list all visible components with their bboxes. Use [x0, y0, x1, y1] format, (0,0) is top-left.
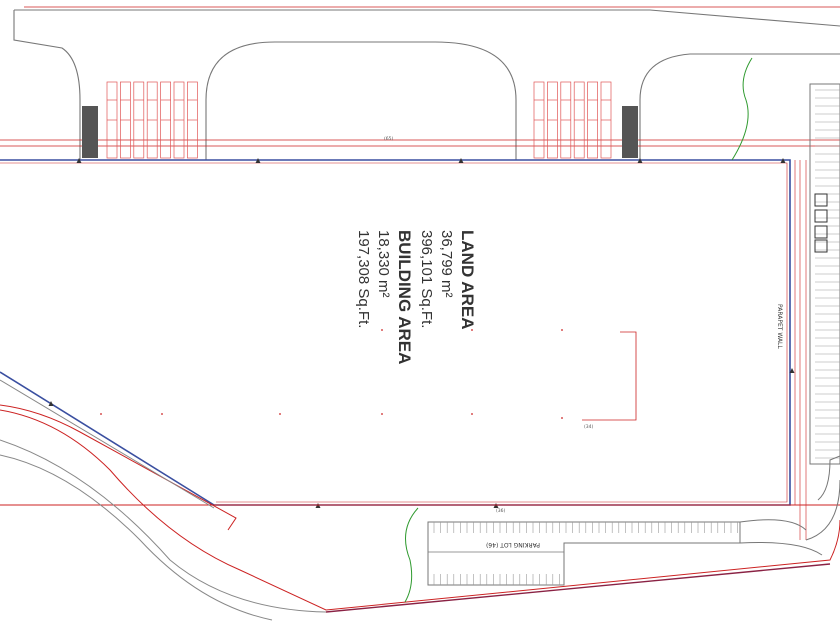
grid-markers: [48, 158, 795, 508]
property-line-southwest: [0, 404, 840, 531]
equipment-pads: [814, 193, 828, 253]
property-line-north: [0, 6, 840, 147]
interior-dots: [100, 329, 563, 419]
east-parking-strip: [809, 83, 840, 465]
grid-marker: [458, 158, 464, 163]
tree-line-northeast: [731, 57, 753, 161]
parapet-wall-label: PARAPET WALL: [776, 304, 783, 349]
area-summary: LAND AREA 36,799 m² 396,101 Sq.Ft. BUILD…: [355, 230, 477, 364]
building-area-imperial: 197,308 Sq.Ft.: [355, 230, 372, 328]
north-curb: [13, 9, 840, 160]
building-inner-line: [0, 162, 788, 503]
loading-stalls-right: [533, 81, 612, 159]
grid-marker: [48, 401, 54, 406]
interior-dimension: [582, 331, 637, 421]
grid-marker: [780, 158, 786, 163]
southwest-road: [0, 379, 327, 621]
north-ramp-left: [82, 106, 98, 158]
south-parking-stalls: [433, 522, 738, 585]
dim-south: (36): [496, 508, 505, 514]
land-area-metric: 36,799 m²: [438, 230, 455, 298]
property-line-south: [0, 409, 840, 611]
north-ramp-right: [622, 106, 638, 158]
property-line-south-maroon: [325, 563, 831, 613]
building-area-metric: 18,330 m²: [375, 230, 392, 298]
south-parking-lot: [427, 521, 741, 586]
grid-marker: [76, 158, 82, 163]
building-area-title: BUILDING AREA: [395, 230, 414, 364]
grid-marker: [637, 158, 643, 163]
dim-north: (65): [384, 136, 393, 142]
grid-marker: [255, 158, 261, 163]
tree-line-south: [404, 507, 419, 603]
dim-interior-1: (34): [584, 424, 593, 430]
east-wall-lines: [794, 160, 807, 540]
east-parking-stalls: [815, 89, 840, 459]
land-area-title: LAND AREA: [458, 230, 477, 329]
parking-lot-label: PARKING LOT (46): [486, 541, 540, 548]
grid-marker: [789, 368, 795, 373]
east-curb-lower: [739, 455, 840, 556]
loading-stalls-left: [106, 81, 198, 159]
land-area-imperial: 396,101 Sq.Ft.: [418, 230, 435, 328]
